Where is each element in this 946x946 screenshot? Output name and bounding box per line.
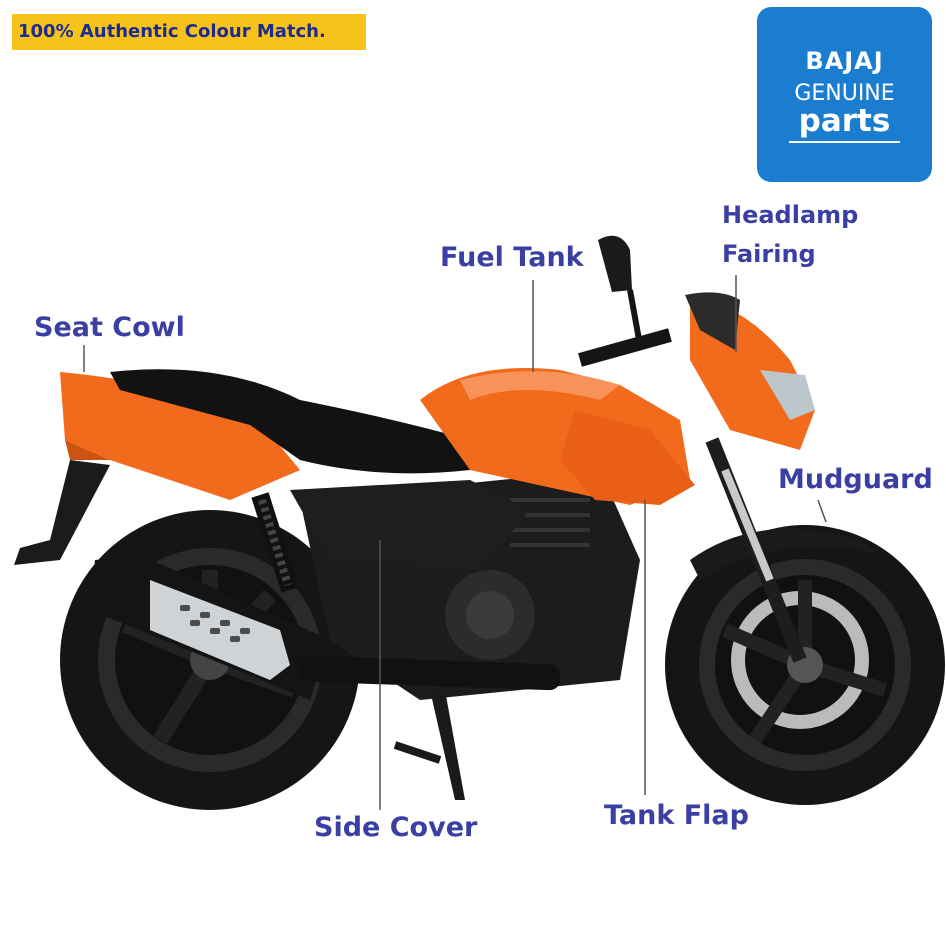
label-tank-flap: Tank Flap [604,800,749,831]
leader-lines [83,275,827,810]
label-side-cover: Side Cover [314,812,478,843]
seat-cowl-panel [60,372,300,500]
logo-brand: BAJAJ [805,47,884,75]
front-mudguard [690,528,880,580]
exhaust [90,555,561,700]
bajaj-genuine-parts-logo: BAJAJ GENUINE parts [757,7,932,182]
seat [110,369,470,474]
label-mudguard: Mudguard [778,464,933,495]
authenticity-banner: 100% Authentic Colour Match. [12,14,366,50]
label-seat-cowl: Seat Cowl [34,312,185,343]
label-headlamp-line1: Headlamp [722,201,859,229]
logo-line1: GENUINE [794,81,895,106]
logo-underline [789,141,900,143]
label-headlamp-line2: Fairing [722,240,816,268]
front-wheel [665,525,945,805]
rear-mudflap [14,460,110,565]
tank-flap-panel [560,410,695,505]
side-stand [430,690,465,800]
handlebar [578,235,672,367]
label-fuel-tank: Fuel Tank [440,242,584,273]
banner-text: 100% Authentic Colour Match. [18,21,326,42]
side-cover-panel [290,480,530,570]
rear-shock [251,492,299,593]
logo-line2: parts [798,103,891,139]
